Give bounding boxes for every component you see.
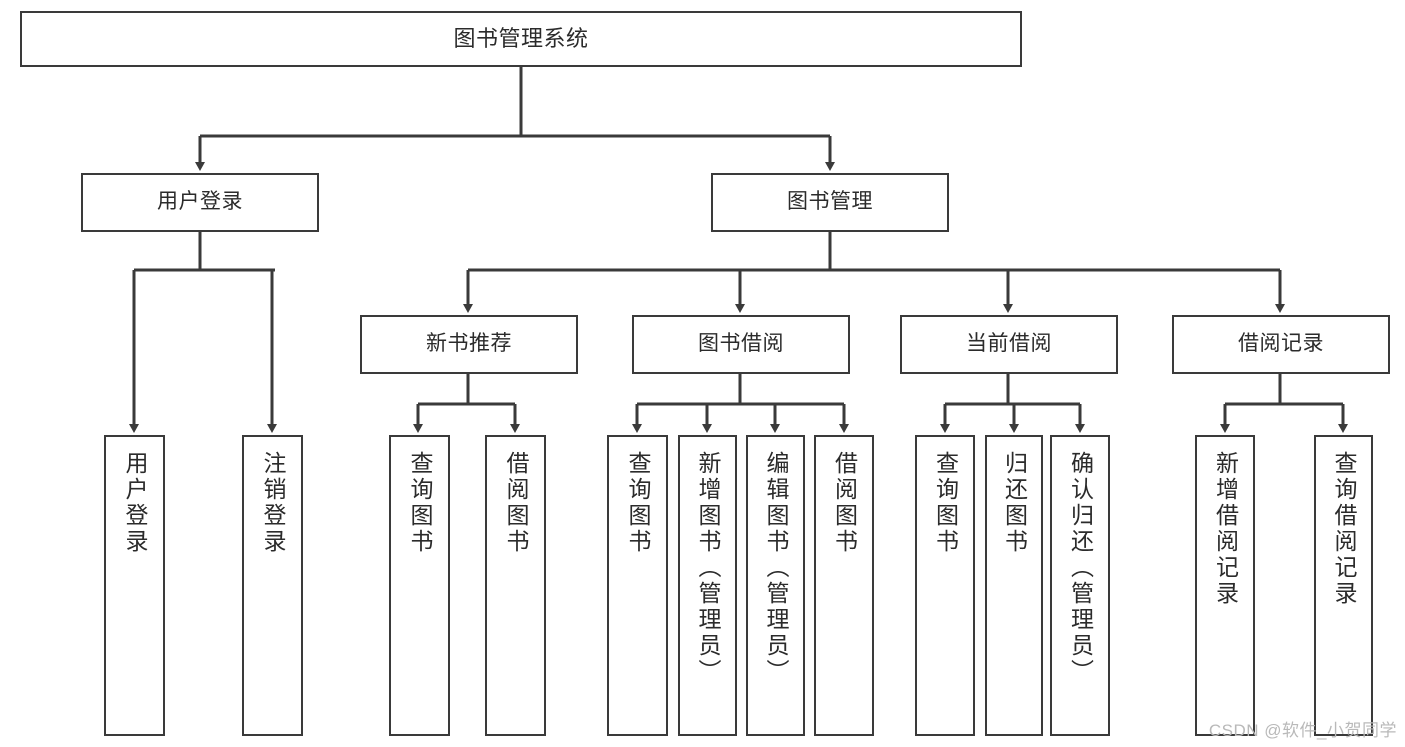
node-leaf-borrow-book-2-label: 借阅图书 — [831, 451, 858, 555]
node-leaf-query-record[interactable]: 查询借阅记录 — [1314, 435, 1373, 736]
node-leaf-return-book-label: 归还图书 — [1001, 451, 1028, 555]
node-leaf-query-book-1-label: 查询图书 — [407, 451, 433, 555]
node-leaf-borrow-book-1-label: 借阅图书 — [503, 451, 529, 555]
node-leaf-return-book[interactable]: 归还图书 — [985, 435, 1043, 736]
node-book-manage[interactable]: 图书管理 — [711, 173, 949, 232]
node-leaf-logout-label: 注销登录 — [260, 451, 286, 555]
node-leaf-logout[interactable]: 注销登录 — [242, 435, 303, 736]
node-leaf-user-login-label: 用户登录 — [122, 451, 148, 555]
node-book-manage-label: 图书管理 — [787, 190, 873, 214]
node-current-borrow[interactable]: 当前借阅 — [900, 315, 1118, 374]
node-leaf-add-record[interactable]: 新增借阅记录 — [1195, 435, 1255, 736]
node-user-login-label: 用户登录 — [157, 190, 243, 214]
node-root[interactable]: 图书管理系统 — [20, 11, 1022, 67]
csdn-watermark: CSDN @软件_小贺同学 — [1208, 721, 1397, 740]
node-leaf-query-book-1[interactable]: 查询图书 — [389, 435, 450, 736]
node-book-borrow-label: 图书借阅 — [698, 332, 784, 356]
node-borrow-record[interactable]: 借阅记录 — [1172, 315, 1390, 374]
node-leaf-query-book-2[interactable]: 查询图书 — [607, 435, 668, 736]
node-leaf-query-book-2-label: 查询图书 — [625, 451, 651, 555]
node-leaf-add-record-label: 新增借阅记录 — [1212, 451, 1239, 607]
node-current-borrow-label: 当前借阅 — [966, 332, 1052, 356]
node-leaf-borrow-book-1[interactable]: 借阅图书 — [485, 435, 546, 736]
node-new-book-recommend-label: 新书推荐 — [426, 332, 512, 356]
node-root-label: 图书管理系统 — [453, 26, 589, 52]
node-leaf-confirm-return-label: 确认归还（管理员） — [1067, 451, 1094, 685]
node-leaf-query-book-3[interactable]: 查询图书 — [915, 435, 975, 736]
node-leaf-user-login[interactable]: 用户登录 — [104, 435, 165, 736]
node-leaf-query-record-label: 查询借阅记录 — [1331, 451, 1357, 607]
node-borrow-record-label: 借阅记录 — [1238, 332, 1324, 356]
node-user-login[interactable]: 用户登录 — [81, 173, 319, 232]
node-leaf-edit-book[interactable]: 编辑图书（管理员） — [746, 435, 805, 736]
node-leaf-add-book-label: 新增图书（管理员） — [695, 451, 721, 685]
node-leaf-edit-book-label: 编辑图书（管理员） — [763, 451, 789, 685]
node-book-borrow[interactable]: 图书借阅 — [632, 315, 850, 374]
node-new-book-recommend[interactable]: 新书推荐 — [360, 315, 578, 374]
node-leaf-confirm-return[interactable]: 确认归还（管理员） — [1050, 435, 1110, 736]
node-leaf-query-book-3-label: 查询图书 — [932, 451, 959, 555]
node-leaf-borrow-book-2[interactable]: 借阅图书 — [814, 435, 874, 736]
node-leaf-add-book[interactable]: 新增图书（管理员） — [678, 435, 737, 736]
